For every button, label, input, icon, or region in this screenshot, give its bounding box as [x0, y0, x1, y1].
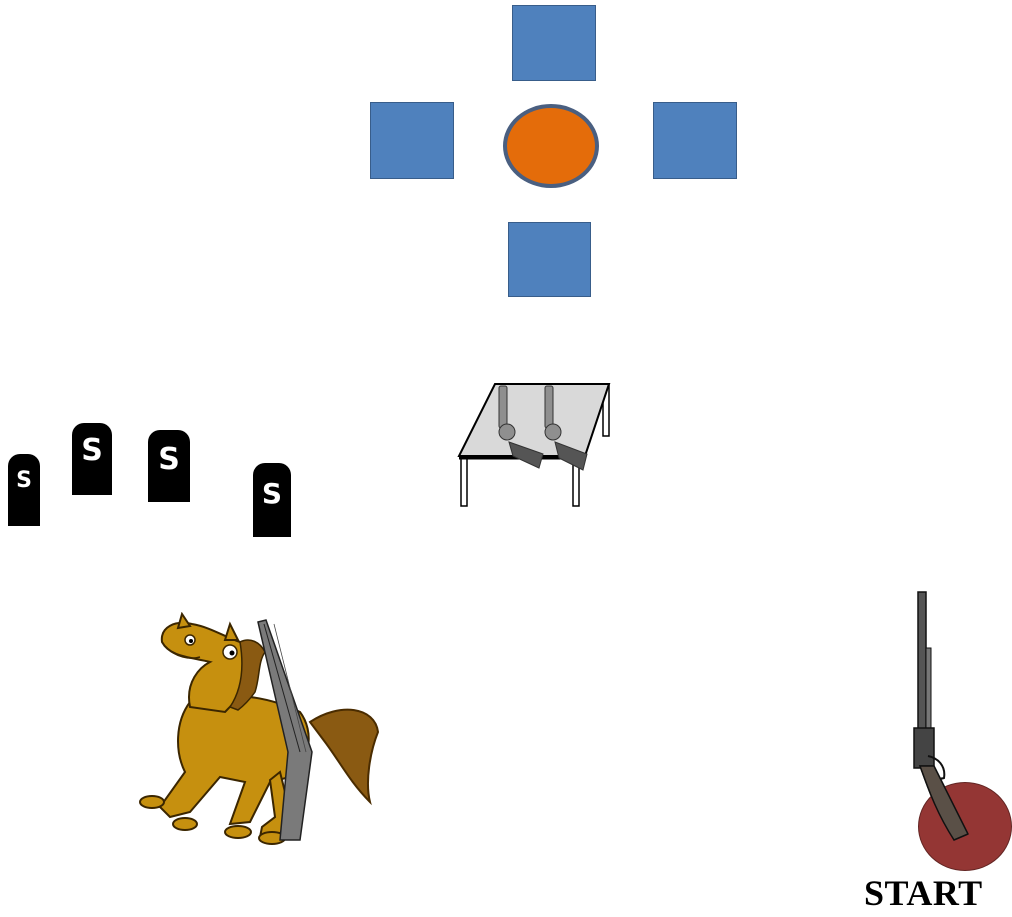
- dpad-right-button[interactable]: [653, 102, 737, 179]
- dpad-down-button[interactable]: [508, 222, 591, 297]
- rifle-stock-icon: [898, 760, 978, 850]
- dpad-center-button[interactable]: [503, 104, 599, 188]
- tombstone: S: [72, 423, 112, 495]
- horse-with-shotgun-icon[interactable]: [130, 612, 380, 852]
- table-with-revolvers-icon[interactable]: [455, 380, 615, 510]
- start-label[interactable]: START: [864, 872, 983, 914]
- tombstone-label: S: [16, 468, 32, 526]
- tombstone-label: S: [158, 442, 180, 502]
- dpad-up-button[interactable]: [512, 5, 596, 81]
- tombstone: S: [253, 463, 291, 537]
- tombstone: S: [148, 430, 190, 502]
- tombstone-label: S: [262, 477, 282, 537]
- dpad-left-button[interactable]: [370, 102, 454, 179]
- tombstone: S: [8, 454, 40, 526]
- tombstone-label: S: [81, 433, 103, 495]
